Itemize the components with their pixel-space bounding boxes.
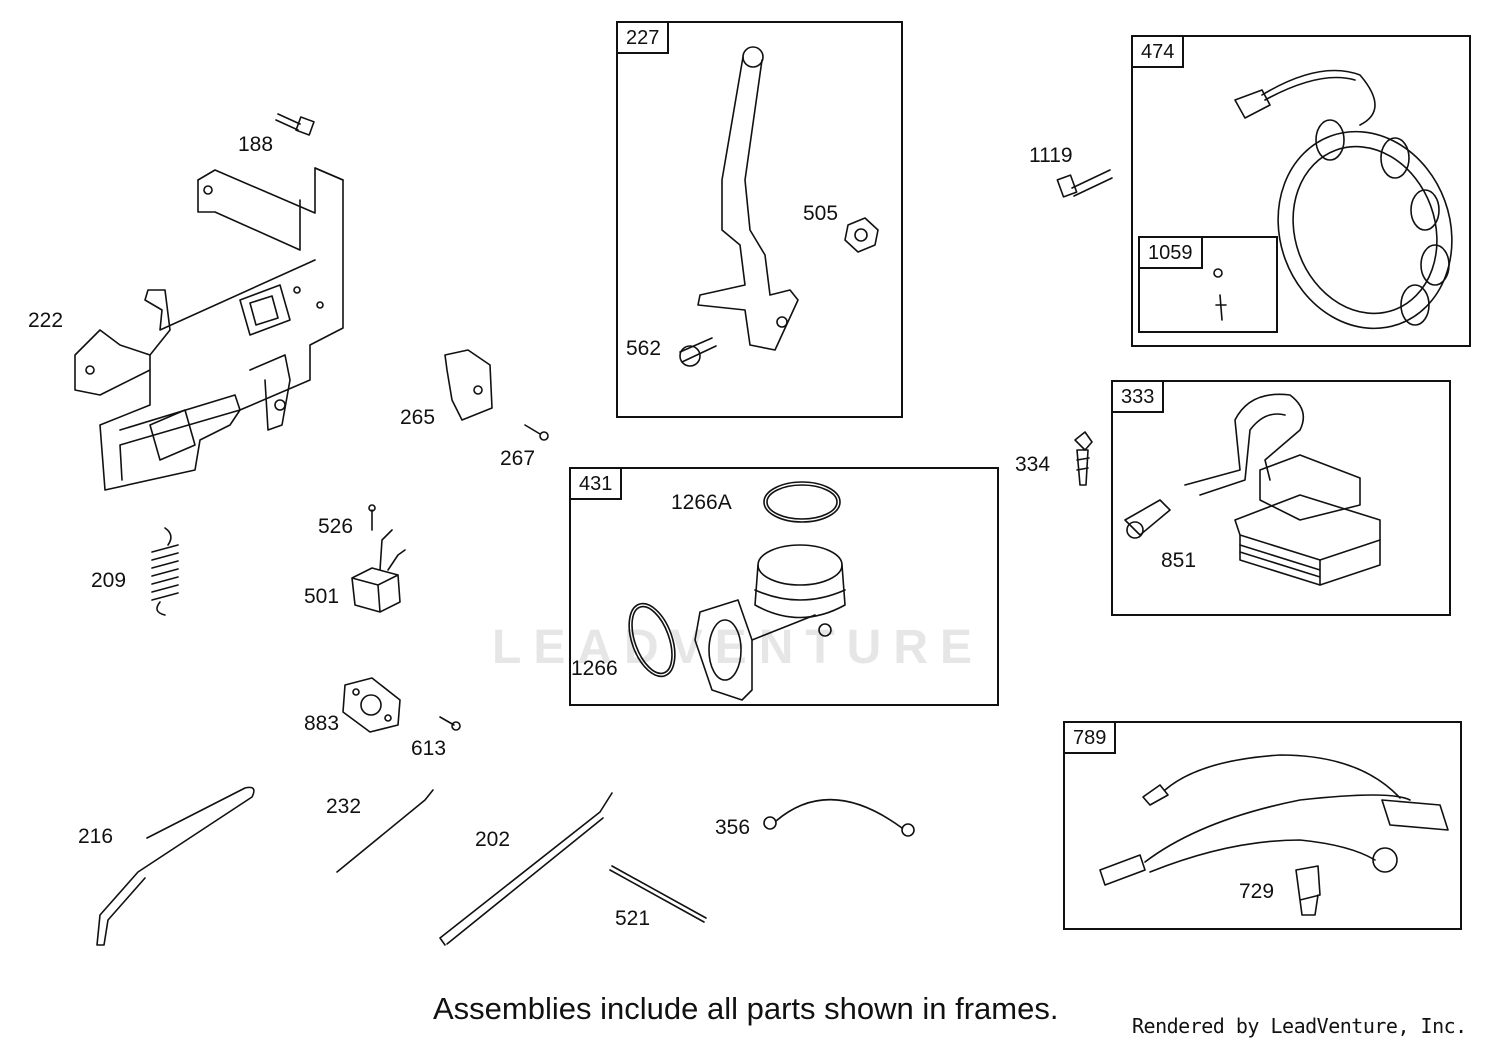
frame-789: 789 — [1063, 721, 1462, 930]
callout-526[interactable]: 526 — [318, 515, 354, 538]
cable-232-drawing — [336, 789, 434, 873]
callout-613[interactable]: 613 — [411, 737, 447, 760]
link-216-drawing — [96, 786, 255, 946]
frame-227: 227 — [616, 21, 903, 418]
callout-216[interactable]: 216 — [78, 825, 114, 848]
screw-613-drawing — [439, 716, 461, 731]
callout-505[interactable]: 505 — [803, 202, 839, 225]
callout-356[interactable]: 356 — [715, 816, 751, 839]
frame-tag-1059[interactable]: 1059 — [1140, 238, 1203, 269]
frame-333: 333 — [1111, 380, 1451, 616]
spring-209-drawing — [151, 527, 179, 616]
callout-222[interactable]: 222 — [28, 309, 64, 332]
callout-851[interactable]: 851 — [1161, 549, 1197, 572]
frame-tag-474[interactable]: 474 — [1133, 37, 1185, 68]
bracket-222-drawing — [74, 167, 344, 491]
callout-1266A[interactable]: 1266A — [671, 491, 732, 514]
bolt-1119-drawing — [1056, 169, 1113, 198]
callout-188[interactable]: 188 — [238, 133, 274, 156]
frame-474: 474 — [1131, 35, 1471, 347]
callout-1266[interactable]: 1266 — [571, 657, 618, 680]
screw-334-drawing — [1074, 431, 1093, 486]
render-credit: Rendered by LeadVenture, Inc. — [1132, 1014, 1467, 1038]
callout-265[interactable]: 265 — [400, 406, 436, 429]
frame-1059: 1059 — [1138, 236, 1278, 333]
frame-tag-227[interactable]: 227 — [618, 23, 670, 54]
frame-431: 431 — [569, 467, 999, 706]
callout-501[interactable]: 501 — [304, 585, 340, 608]
callout-267[interactable]: 267 — [500, 447, 536, 470]
ground-wire-356-drawing — [763, 798, 915, 837]
ignition-coil-333-drawing — [1124, 393, 1381, 586]
callout-209[interactable]: 209 — [91, 569, 127, 592]
callout-334[interactable]: 334 — [1015, 453, 1051, 476]
callout-883[interactable]: 883 — [304, 712, 340, 735]
callout-562[interactable]: 562 — [626, 337, 662, 360]
diode-501-drawing — [351, 529, 406, 613]
watermark: LEADVENTURE — [492, 621, 985, 674]
harness-789-drawing — [1099, 754, 1449, 916]
clip-265-drawing — [444, 349, 493, 421]
gasket-883-drawing — [342, 677, 401, 733]
screw-526-drawing — [368, 504, 376, 531]
rod-202-drawing — [439, 792, 613, 946]
frame-tag-789[interactable]: 789 — [1065, 723, 1117, 754]
pin-521-drawing — [609, 865, 707, 923]
callout-202[interactable]: 202 — [475, 828, 511, 851]
frames-footnote: Assemblies include all parts shown in fr… — [433, 991, 1059, 1026]
callout-729[interactable]: 729 — [1239, 880, 1275, 903]
frame-tag-333[interactable]: 333 — [1113, 382, 1165, 413]
bolt-188-drawing — [275, 113, 315, 136]
screw-267-drawing — [524, 424, 549, 441]
lever-227-drawing — [679, 46, 879, 367]
stator-474-drawing — [1213, 69, 1453, 330]
callout-1119[interactable]: 1119 — [1029, 144, 1073, 167]
frame-tag-431[interactable]: 431 — [571, 469, 623, 500]
intake-431-drawing — [628, 481, 846, 701]
callout-521[interactable]: 521 — [615, 907, 651, 930]
callout-232[interactable]: 232 — [326, 795, 362, 818]
